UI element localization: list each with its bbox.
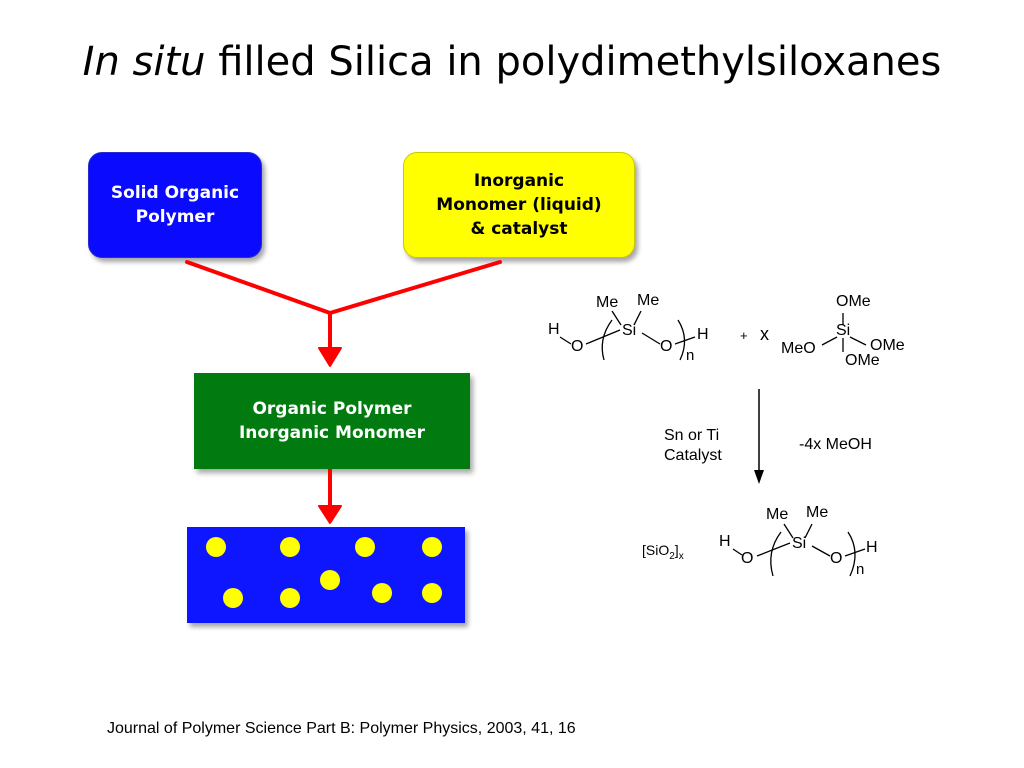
catalyst-line1: Sn or Ti — [664, 427, 720, 444]
title-italic: In situ — [82, 39, 206, 85]
silica-particles — [206, 537, 442, 608]
r1-o-right: O — [660, 338, 673, 355]
inorganic-line2: Monomer (liquid) — [436, 195, 602, 215]
particle — [372, 583, 392, 603]
inorganic-line1: Inorganic — [473, 171, 565, 191]
r1-h-left: H — [548, 321, 560, 338]
p-me-right: Me — [806, 504, 829, 521]
p-si: Si — [792, 535, 807, 552]
merge-arrow — [185, 260, 502, 354]
r2-ome-bottom: OMe — [845, 352, 880, 369]
r1-n: n — [686, 347, 695, 364]
particle — [223, 588, 243, 608]
inorganic-line3: & catalyst — [470, 219, 568, 239]
particle — [206, 537, 226, 557]
solid-polymer-line1: Solid Organic — [110, 183, 240, 203]
sio2-label: [SiO2]x — [642, 542, 684, 562]
merge-line-right — [328, 260, 502, 315]
arrowhead-down-1 — [318, 347, 342, 367]
mixture-line1: Organic Polymer — [252, 399, 412, 419]
r1-h-right: H — [697, 326, 709, 343]
r1-si: Si — [622, 322, 637, 339]
bracket-close — [677, 319, 686, 361]
byproduct-methanol: -4x MeOH — [799, 436, 872, 453]
bracket-open — [601, 319, 613, 361]
p-h-left: H — [719, 533, 731, 550]
title-rest: filled Silica in polydimethylsiloxanes — [205, 39, 942, 85]
coefficient-x: x — [760, 324, 769, 344]
reactant1-bonds — [559, 310, 867, 577]
r2-si: Si — [836, 322, 851, 339]
r2-meo: MeO — [781, 340, 816, 357]
r2-ome-right: OMe — [870, 337, 905, 354]
slide-title: In situ filled Silica in polydimethylsil… — [0, 38, 1024, 86]
merge-line-left — [185, 260, 332, 315]
arrowhead-down-2 — [318, 505, 342, 524]
p-o-right: O — [830, 550, 843, 567]
particle — [280, 588, 300, 608]
r1-me-right: Me — [637, 292, 660, 309]
r1-me-left: Me — [596, 294, 619, 311]
catalyst-line2: Catalyst — [664, 447, 722, 464]
inorganic-monomer-box: Inorganic Monomer (liquid) & catalyst — [403, 152, 635, 258]
p-me-left: Me — [766, 506, 789, 523]
plus-sign: + — [740, 328, 748, 343]
citation: Journal of Polymer Science Part B: Polym… — [107, 720, 576, 737]
solid-organic-polymer-box: Solid Organic Polymer — [88, 152, 262, 258]
reaction-arrowhead — [754, 470, 764, 484]
particle — [320, 570, 340, 590]
particle — [422, 537, 442, 557]
p-n: n — [856, 561, 865, 578]
r1-o-left: O — [571, 338, 584, 355]
p-o-left: O — [741, 550, 754, 567]
particle — [422, 583, 442, 603]
r2-ome-top: OMe — [836, 293, 871, 310]
product-bracket-open — [770, 531, 782, 577]
p-h-right: H — [866, 539, 878, 556]
particle — [280, 537, 300, 557]
mixture-line2: Inorganic Monomer — [238, 423, 426, 443]
particle — [355, 537, 375, 557]
solid-polymer-line2: Polymer — [135, 207, 215, 227]
product-bracket-close — [847, 531, 856, 577]
mixture-box: Organic Polymer Inorganic Monomer — [194, 373, 470, 469]
